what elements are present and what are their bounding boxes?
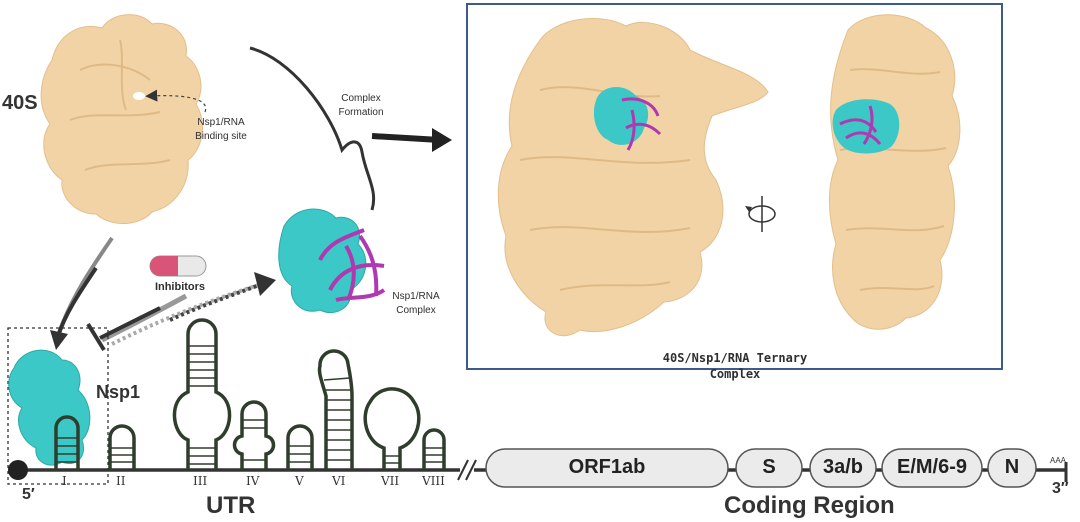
stem-loop-label: V (295, 474, 304, 488)
stem-loop-label: VIII (422, 474, 445, 488)
gene-label: E/M/6-9 (896, 456, 968, 478)
inhibitor-line (99, 306, 161, 340)
gene-box-3ab (809, 448, 877, 488)
nsp1-rna-complex-label: Nsp1/RNA Complex (392, 291, 440, 316)
stem-loop-IV-bases (242, 419, 266, 461)
inhibitors-label: Inhibitors (154, 281, 206, 293)
formation-arrow (371, 133, 441, 143)
ternary-complex-box (466, 3, 1003, 370)
nsp1-to-complex-arrowhead (254, 272, 276, 296)
stem-loop-label: VII (381, 474, 400, 488)
five-prime-label: 5′ (22, 486, 35, 503)
binding-site-label: Nsp1/RNA Binding site (195, 117, 247, 142)
stem-loop-IV (232, 400, 276, 470)
stem-loop-label: II (116, 474, 126, 488)
stem-loop-VI (317, 349, 354, 470)
stem-loop-VII-bases (384, 455, 400, 464)
rna-strand (318, 228, 386, 302)
poly-a-label: AAA (1050, 456, 1067, 465)
three-prime-label: 3′′ (1052, 480, 1069, 497)
gene-boxes (485, 448, 1037, 488)
stem-loop-II-bases (110, 447, 134, 463)
stem-loop-V-bases (288, 445, 312, 463)
inhibitor-pill-icon (149, 255, 207, 277)
stem-loop-I (54, 415, 80, 470)
gene-box-EM69 (881, 448, 983, 488)
stem-loop-VI-bases (323, 377, 352, 461)
stem-loop-V (286, 424, 314, 470)
ribosome-to-nsp1-arrow (56, 266, 98, 337)
inhibitor-line-faded (100, 293, 188, 343)
stem-loop-I-bases (56, 437, 78, 463)
ternary-complex-label: 40S/Nsp1/RNA Ternary Complex (662, 351, 808, 381)
formation-arrowhead (432, 128, 452, 152)
utr-label: UTR (206, 492, 256, 519)
ternary-structure-side (829, 14, 961, 330)
stem-loop-II (108, 424, 136, 470)
stem-loop-VIII (422, 428, 446, 470)
stem-loop-VIII-bases (424, 447, 444, 463)
stem-loop-label: VI (332, 474, 346, 488)
stem-loop-label: I (62, 474, 67, 488)
stem-loop-III (172, 318, 232, 470)
nsp1-protein-shape (8, 349, 91, 466)
stem-loop-III-bases (188, 345, 216, 465)
gene-box-S (735, 448, 803, 488)
stem-loop-label: IV (246, 474, 260, 488)
stem-loop-VII (363, 387, 421, 470)
gene-label: 3a/b (822, 456, 864, 478)
stem-loops (54, 318, 446, 470)
inhibitor-bar (86, 322, 106, 352)
complex-formation-label: Complex Formation (338, 93, 384, 118)
break-mark-1 (457, 459, 469, 481)
stem-loop-label: III (193, 474, 208, 488)
rotation-icon (745, 196, 776, 232)
ternary-side-texture (839, 68, 947, 291)
break-mark-2 (465, 459, 477, 481)
gene-label: S (762, 456, 776, 478)
nsp1-dashed-box (7, 327, 109, 485)
gene-label: N (1004, 456, 1020, 478)
binding-site-hole (133, 92, 145, 100)
nsp1-to-complex-arrow-faded (111, 282, 263, 346)
five-prime-cap (8, 460, 28, 480)
ternary-rna-side (839, 105, 882, 145)
nsp1-label: Nsp1 (96, 382, 141, 402)
coding-region-label: Coding Region (724, 492, 895, 519)
ternary-nsp1-side (832, 99, 900, 154)
ribosome-40s-shape (40, 14, 203, 225)
ribosome-label: 40S (2, 92, 38, 114)
ternary-front-texture (519, 86, 691, 291)
ternary-structure-front (497, 17, 769, 337)
gene-box-N (987, 448, 1037, 488)
gene-box-ORF1ab (485, 448, 729, 488)
ribosome-texture (69, 39, 171, 171)
nsp1-to-complex-arrow (169, 282, 263, 322)
gene-label: ORF1ab (568, 456, 646, 478)
binding-site-pointer (145, 89, 207, 113)
complex-bracket (249, 46, 376, 211)
ternary-rna-front (621, 97, 662, 151)
ribosome-to-nsp1-arrowhead (50, 330, 68, 350)
